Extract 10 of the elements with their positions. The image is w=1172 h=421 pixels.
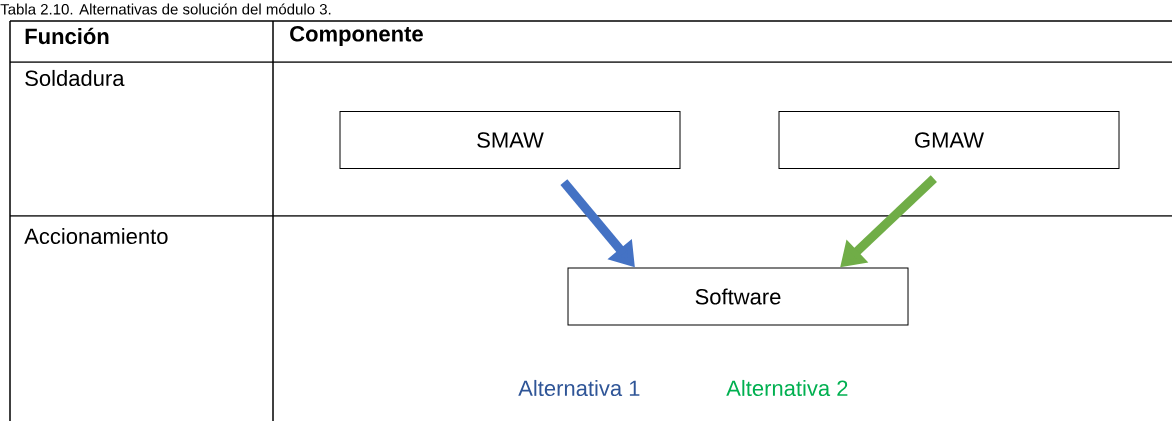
process-box: GMAW: [778, 111, 1120, 169]
row-label: Soldadura: [25, 69, 125, 87]
process-box: SMAW: [339, 111, 681, 169]
legend-text: Alternativa 1: [518, 379, 640, 397]
caption-title: Tabla 2.10. Alternativas de solución del módulo 3.: [0, 3, 331, 15]
row-label: Accionamiento: [24, 227, 168, 245]
column-header: Función: [25, 27, 109, 45]
column-header: Componente: [290, 26, 423, 46]
process-box: Software: [567, 267, 909, 326]
legend-text: Alternativa 2: [726, 379, 848, 397]
